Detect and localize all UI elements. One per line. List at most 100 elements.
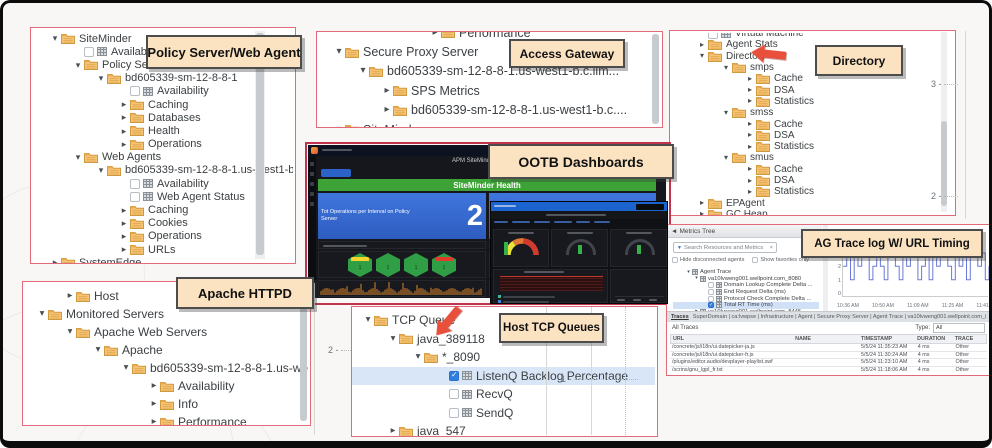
scrollbar-thumb[interactable]	[652, 34, 659, 124]
tree-item[interactable]: ▸Health	[31, 124, 293, 137]
expand-arrow-icon[interactable]: ▾	[52, 33, 58, 44]
tree-item[interactable]: ▸DSA	[670, 175, 953, 186]
tree-item[interactable]: ▾bd605339-sm-12-8-8-1.us-west1-b.c...	[31, 164, 293, 177]
metric-checkbox[interactable]	[708, 33, 718, 39]
tree-item[interactable]: ▸Databases	[31, 111, 293, 124]
tree-item[interactable]: ▸Statistics	[670, 186, 953, 198]
metric-checkbox[interactable]	[130, 191, 140, 202]
tree-item[interactable]: ▾bd605339-sm-12-8-8-1.us-west1-...	[23, 359, 308, 377]
metric-checkbox[interactable]	[708, 289, 714, 296]
tree-item[interactable]: ▸Cache	[670, 118, 953, 130]
metric-checkbox[interactable]	[130, 178, 140, 189]
tree-item[interactable]: ▾Apache Web Servers	[23, 323, 308, 341]
tree-item[interactable]: ▸Performance	[317, 32, 660, 42]
metric-checkbox[interactable]	[130, 86, 140, 97]
expand-arrow-icon[interactable]: ▸	[151, 380, 157, 392]
tree-item[interactable]: ▸SPS Metrics	[317, 81, 660, 100]
tree-item[interactable]: RecvQ	[352, 385, 655, 404]
tree-item[interactable]: ▸java_547	[352, 422, 655, 436]
tree-item[interactable]: ▾smss	[670, 107, 953, 119]
tree-item[interactable]: Domain Lookup Complete Delta ...	[673, 282, 819, 289]
tree-item[interactable]: ▸DSA	[670, 130, 953, 141]
tree-item[interactable]: ▸Cookies	[31, 217, 293, 230]
scrollbar-thumb[interactable]	[941, 121, 947, 206]
expand-arrow-icon[interactable]: ▸	[747, 141, 752, 151]
search-box[interactable]	[636, 203, 664, 210]
expand-arrow-icon[interactable]: ▸	[121, 244, 127, 255]
tree-item[interactable]: ▾SiteMinder	[317, 120, 660, 127]
metrics-tree-header[interactable]: ◄ Metrics Tree	[667, 225, 822, 238]
tree-item[interactable]: ▸Operations	[31, 230, 293, 243]
tree-item[interactable]: ▸Statistics	[670, 96, 953, 107]
tree-item[interactable]: ▸GC Heap	[670, 209, 953, 215]
metric-checkbox[interactable]	[449, 389, 459, 400]
expand-arrow-icon[interactable]: ▸	[747, 130, 752, 140]
expand-arrow-icon[interactable]: ▾	[333, 124, 345, 127]
column-header[interactable]: DURATION	[917, 336, 946, 342]
expand-arrow-icon[interactable]: ▾	[687, 269, 690, 275]
expand-arrow-icon[interactable]: ▾	[723, 107, 728, 117]
tree-item[interactable]: ▾Directory	[670, 51, 953, 62]
filter-icon[interactable]: ▼	[677, 244, 682, 251]
expand-arrow-icon[interactable]: ▾	[123, 362, 129, 374]
expand-arrow-icon[interactable]: ▾	[699, 51, 704, 61]
metric-checkbox[interactable]	[708, 302, 714, 309]
metric-checkbox[interactable]	[708, 295, 714, 302]
trace-row[interactable]: /plugins/editor.audio/devplayer-playlist…	[670, 359, 987, 367]
tree-item[interactable]: ▾SiteMinder	[31, 32, 293, 45]
tree-item[interactable]: ▸DSA	[670, 84, 953, 96]
expand-arrow-icon[interactable]: ▾	[360, 65, 366, 77]
expand-arrow-icon[interactable]: ▾	[390, 332, 396, 344]
expand-arrow-icon[interactable]: ▾	[67, 326, 73, 338]
metric-checkbox[interactable]	[449, 407, 459, 418]
expand-arrow-icon[interactable]: ▸	[121, 204, 127, 215]
expand-arrow-icon[interactable]: ▾	[365, 314, 371, 326]
expand-arrow-icon[interactable]: ▸	[747, 73, 752, 83]
tree-item[interactable]: ▸Info	[23, 395, 308, 413]
traces-tab[interactable]: Traces	[671, 314, 689, 320]
tree-item[interactable]: ▾smus	[670, 152, 953, 164]
expand-arrow-icon[interactable]: ▸	[747, 96, 752, 106]
expand-arrow-icon[interactable]: ▸	[747, 164, 752, 174]
tree-item[interactable]: ▾smps	[670, 62, 953, 74]
collapse-icon[interactable]: ◄	[671, 227, 678, 235]
tree-item[interactable]: ▸Agent Stats	[670, 39, 953, 51]
tree-item[interactable]: Availability	[31, 177, 293, 190]
tree-item[interactable]: ▸bd605339-sm-12-8-8-1.us-west1-b.c....	[317, 101, 660, 120]
tree-item[interactable]: ▸Performance	[23, 413, 308, 425]
expand-arrow-icon[interactable]: ▸	[390, 425, 396, 436]
clear-search-icon[interactable]: ×	[769, 244, 773, 251]
expand-arrow-icon[interactable]: ▸	[67, 290, 73, 302]
tree-item[interactable]: ▾TCP Queue	[352, 311, 655, 330]
expand-arrow-icon[interactable]: ▸	[121, 112, 127, 123]
tree-item[interactable]: ▸URLs	[31, 243, 293, 256]
tree-item[interactable]: ▾va10lvweng001.wellpoint.com_8080	[673, 275, 819, 283]
tree-item[interactable]: ▸Availability	[23, 377, 308, 395]
expand-arrow-icon[interactable]: ▸	[121, 217, 127, 228]
tree-item[interactable]: ▸Statistics	[670, 141, 953, 153]
expand-arrow-icon[interactable]: ▾	[723, 152, 728, 162]
type-dropdown[interactable]: All	[933, 323, 985, 333]
column-header[interactable]: NAME	[795, 336, 811, 342]
expand-arrow-icon[interactable]: ▸	[151, 416, 157, 425]
tree-item[interactable]: ▸Caching	[31, 98, 293, 111]
expand-arrow-icon[interactable]: ▸	[121, 125, 127, 136]
expand-arrow-icon[interactable]: ▸	[384, 84, 390, 96]
tree-item[interactable]: End Request Delta (ms)	[673, 289, 819, 296]
expand-arrow-icon[interactable]: ▾	[95, 344, 101, 356]
expand-arrow-icon[interactable]: ▸	[52, 257, 58, 263]
tree-item[interactable]: ▾Agent Trace	[673, 269, 819, 276]
tree-item[interactable]: ▾*_8090	[352, 348, 655, 367]
tree-item[interactable]: Total RT Time (ms)	[673, 301, 819, 309]
column-header[interactable]: URL	[673, 336, 685, 342]
tree-item[interactable]: Availability	[31, 85, 293, 98]
expand-arrow-icon[interactable]: ▾	[723, 62, 728, 72]
expand-arrow-icon[interactable]: ▸	[699, 39, 704, 49]
scrollbar-thumb[interactable]	[256, 33, 264, 255]
metric-checkbox[interactable]	[449, 370, 459, 381]
tree-item[interactable]: Protocol Check Complete Delta ...	[673, 295, 819, 302]
column-header[interactable]: TRACE	[954, 336, 974, 342]
tree-item[interactable]: ▸EPAgent	[670, 197, 953, 209]
